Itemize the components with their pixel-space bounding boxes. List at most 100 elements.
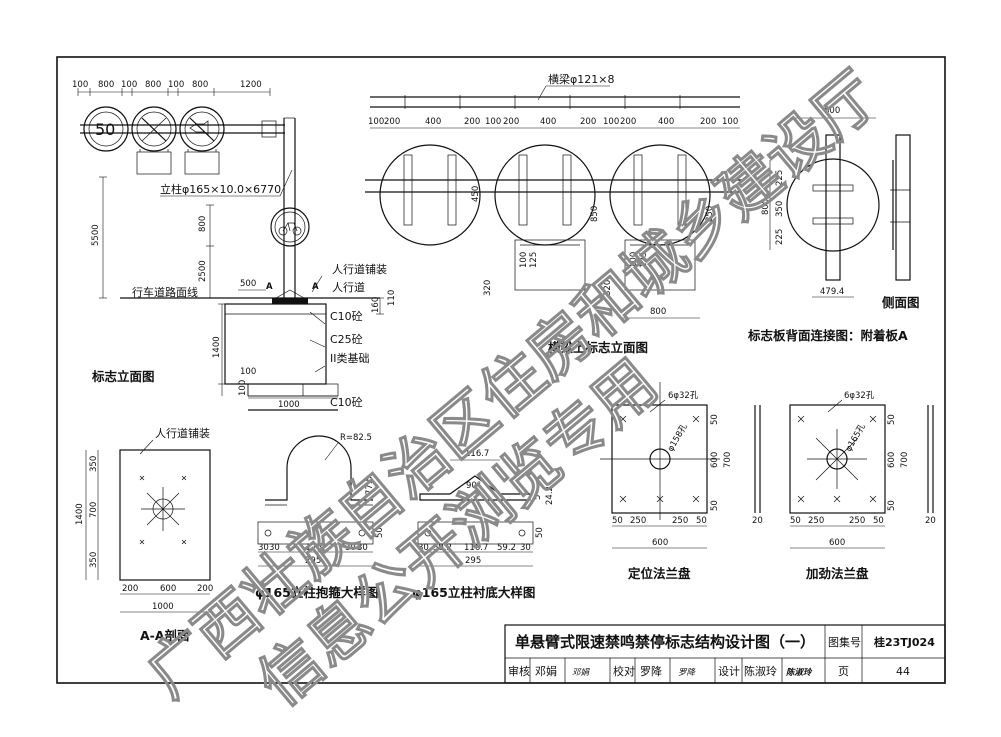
flangepos-dim-50b: 50 bbox=[710, 500, 720, 511]
back-dim-225a: 225 bbox=[775, 170, 785, 186]
beam-dim-4: 100 bbox=[485, 117, 501, 127]
aa-dim-1400: 1400 bbox=[75, 503, 85, 525]
aa-dim-350b: 350 bbox=[89, 552, 99, 568]
beam-dim-450: 450 bbox=[471, 186, 481, 202]
beam-dim-9: 200 bbox=[620, 117, 636, 127]
design-label: 设计 bbox=[718, 665, 740, 678]
speed-limit-value: 50 bbox=[95, 120, 115, 139]
c10-top-label: C10砼 bbox=[330, 310, 363, 323]
atlas-label: 图集号 bbox=[828, 635, 861, 649]
beam-dim-100b: 100 bbox=[629, 252, 639, 268]
beam-dim-10: 400 bbox=[658, 117, 674, 127]
hoop-dim-1: 30 bbox=[269, 543, 280, 553]
checker-signature: 罗降 bbox=[678, 667, 697, 678]
liner-dim-24: 24.2 bbox=[545, 486, 555, 505]
horn-icon bbox=[189, 120, 209, 136]
elev-dim-6: 1200 bbox=[240, 80, 262, 90]
beam-dim-11: 200 bbox=[700, 117, 716, 127]
beam-dim-12: 100 bbox=[722, 117, 738, 127]
beam-dim-2: 400 bbox=[425, 117, 441, 127]
designer-name: 陈淑玲 bbox=[744, 664, 777, 678]
liner-dim-1: 59.2 bbox=[433, 543, 452, 553]
beam-dim-1: 200 bbox=[384, 117, 400, 127]
beam-dim-125a: 125 bbox=[529, 252, 539, 268]
flangepos-center: φ158孔 bbox=[666, 422, 690, 454]
beam-dim-100a: 100 bbox=[519, 252, 529, 268]
flangerib-dim-50a: 50 bbox=[887, 414, 897, 425]
beam-dim-320b: 320 bbox=[603, 280, 613, 296]
back-connection-view: 800 800 225 350 225 479.4 标志板背面连接图：附着板A bbox=[747, 106, 908, 343]
flangepos-caption: 定位法兰盘 bbox=[627, 566, 691, 581]
aa-dim-600: 600 bbox=[160, 584, 176, 594]
designer-signature: 陈淑玲 bbox=[786, 667, 813, 678]
beam-view-caption: 横梁上标志立面图 bbox=[548, 340, 648, 355]
liner-dim-50: 50 bbox=[535, 527, 545, 538]
liner-dim-116: 116.7 bbox=[465, 449, 489, 459]
flangepos-bottom-0: 50 bbox=[612, 516, 623, 526]
dim-1400: 1400 bbox=[212, 336, 222, 358]
section-a-left: A bbox=[266, 282, 273, 292]
dim-1000: 1000 bbox=[278, 400, 300, 410]
aa-dim-700: 700 bbox=[89, 502, 99, 518]
beam-dim-7: 200 bbox=[580, 117, 596, 127]
back-dim-800-side: 800 bbox=[761, 199, 771, 215]
back-dim-350: 350 bbox=[775, 201, 785, 217]
beam-dim-850b: 850 bbox=[705, 206, 715, 222]
flangerib-bottom-0: 50 bbox=[790, 516, 801, 526]
flangerib-caption: 加劲法兰盘 bbox=[805, 566, 869, 581]
flangerib-dim-600b: 600 bbox=[829, 538, 845, 548]
flangerib-bottom-2: 250 bbox=[849, 516, 865, 526]
elev-dim-1: 800 bbox=[98, 80, 114, 90]
sidewalk-label: 人行道 bbox=[332, 280, 365, 294]
hoop-dim-total: 295 bbox=[305, 556, 321, 566]
road-line-label: 行车道路面线 bbox=[132, 285, 198, 299]
elev-dim-5: 800 bbox=[192, 80, 208, 90]
aa-dim-200b: 200 bbox=[197, 584, 213, 594]
flangerib-dim-600: 600 bbox=[887, 452, 897, 468]
elev-dim-2: 100 bbox=[121, 80, 137, 90]
flangerib-center: φ165孔 bbox=[844, 422, 868, 454]
liner-dim-2: 116.7 bbox=[464, 543, 488, 553]
flangepos-bottom-1: 250 bbox=[630, 516, 646, 526]
beam-dim-3: 200 bbox=[464, 117, 480, 127]
beam-dim-0: 100 bbox=[368, 117, 384, 127]
flangepos-holes: 6φ32孔 bbox=[668, 391, 699, 401]
dim-160: 160 bbox=[371, 297, 381, 313]
flangepos-dim-50a: 50 bbox=[710, 414, 720, 425]
flangerib-bottom-3: 50 bbox=[873, 516, 884, 526]
flangepos-dim-600: 600 bbox=[710, 452, 720, 468]
aa-dim-350a: 350 bbox=[89, 456, 99, 472]
hoop-dim-50: 50 bbox=[375, 527, 385, 538]
sign-elevation: 100 800 100 800 100 800 1200 50 bbox=[72, 80, 397, 411]
beam-dim-6: 400 bbox=[540, 117, 556, 127]
review-label: 审核 bbox=[508, 664, 530, 678]
liner-dim-5: 5 bbox=[533, 495, 543, 500]
page-number: 44 bbox=[896, 665, 910, 678]
beam-dim-320a: 320 bbox=[483, 280, 493, 296]
hoop-detail: R=82.5 77.5 50 30 30 175 30 30 295 φ165立… bbox=[255, 433, 385, 600]
beam-sign-view: 横梁φ121×8 100 200 400 200 100 200 400 200… bbox=[365, 72, 742, 355]
flangerib-dim-20: 20 bbox=[925, 516, 936, 526]
flangerib-dim-700: 700 bbox=[900, 452, 910, 468]
liner-dim-3: 59.2 bbox=[497, 543, 516, 553]
flangerib-bottom-1: 250 bbox=[808, 516, 824, 526]
title-block: 单悬臂式限速禁鸣禁停标志结构设计图（一） 图集号 桂23TJ024 审核 邓娟 … bbox=[504, 624, 946, 684]
hoop-dim-3: 30 bbox=[345, 543, 356, 553]
dim-100-b: 100 bbox=[238, 380, 248, 396]
elevation-caption: 标志立面图 bbox=[91, 369, 155, 384]
hoop-caption: φ165立柱抱箍大样图 bbox=[255, 585, 378, 600]
elev-dim-4: 100 bbox=[168, 80, 184, 90]
liner-dim-0: 30 bbox=[418, 543, 429, 553]
c25-label: C25砼 bbox=[330, 333, 363, 346]
beam-dim-125b: 125 bbox=[639, 252, 649, 268]
flangepos-bottom-2: 250 bbox=[672, 516, 688, 526]
back-dim-479: 479.4 bbox=[820, 287, 844, 297]
section-aa: 人行道铺装 1400 350 700 350 200 600 200 1000 … bbox=[75, 426, 213, 643]
hoop-dim-4: 30 bbox=[357, 543, 368, 553]
flangepos-dim-20: 20 bbox=[752, 516, 763, 526]
atlas-number: 桂23TJ024 bbox=[873, 635, 935, 649]
side-view: 侧面图 bbox=[882, 134, 920, 310]
page-label: 页 bbox=[838, 665, 849, 678]
beam-label: 横梁φ121×8 bbox=[548, 72, 614, 86]
